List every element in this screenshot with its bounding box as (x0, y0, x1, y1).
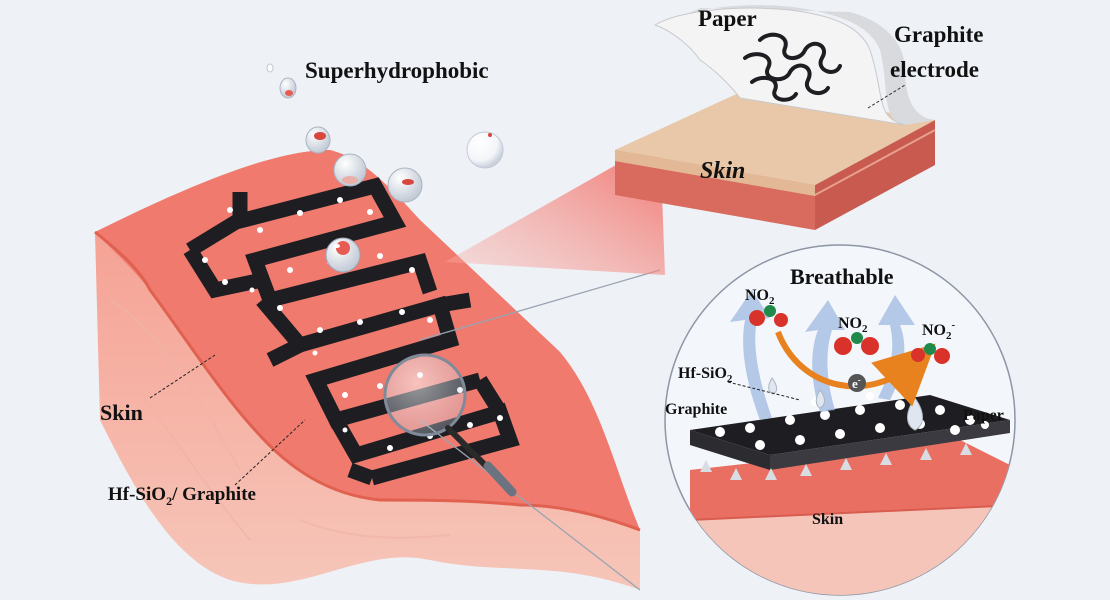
label-graphite-circle: Graphite (665, 401, 727, 418)
label-no2-3: NO2- (922, 319, 956, 342)
surface-particles (202, 197, 503, 451)
no2-molecule-3 (911, 343, 950, 364)
label-breathable: Breathable (790, 264, 894, 289)
label-graphite-electrode-1: Graphite (894, 22, 983, 47)
label-skin-inset: Skin (700, 158, 745, 184)
label-hf-sio2: Hf-SiO2 (678, 365, 733, 385)
label-skin-circle: Skin (812, 511, 843, 528)
electron-icon (848, 374, 866, 392)
water-droplet (325, 237, 361, 273)
label-paper-circle: Paper (963, 407, 1004, 424)
leader-lines (149, 354, 961, 486)
floating-droplets (266, 63, 504, 203)
label-electron: e- (852, 375, 861, 391)
label-graphite-electrode-2: electrode (890, 57, 979, 82)
breathable-detail-circle (664, 244, 1016, 596)
no2-molecule-1 (749, 305, 788, 327)
inset-skin-block (614, 90, 936, 230)
label-hf-sio2-graphite: Hf-SiO2/ Graphite (108, 484, 256, 508)
magnifying-glass-icon (383, 269, 661, 591)
paper-sheet (653, 5, 935, 126)
label-no2-1: NO2 (745, 287, 775, 307)
serpentine-electrode (743, 32, 842, 102)
electron-transfer-arrow (775, 330, 936, 407)
label-no2-2: NO2 (838, 315, 868, 335)
zoom-beam (445, 140, 665, 275)
label-skin-left: Skin (100, 400, 143, 425)
label-paper-inset: Paper (698, 6, 757, 31)
graphite-maze-electrode (183, 177, 520, 486)
label-superhydrophobic: Superhydrophobic (305, 58, 489, 83)
no2-molecule-2 (834, 332, 879, 355)
